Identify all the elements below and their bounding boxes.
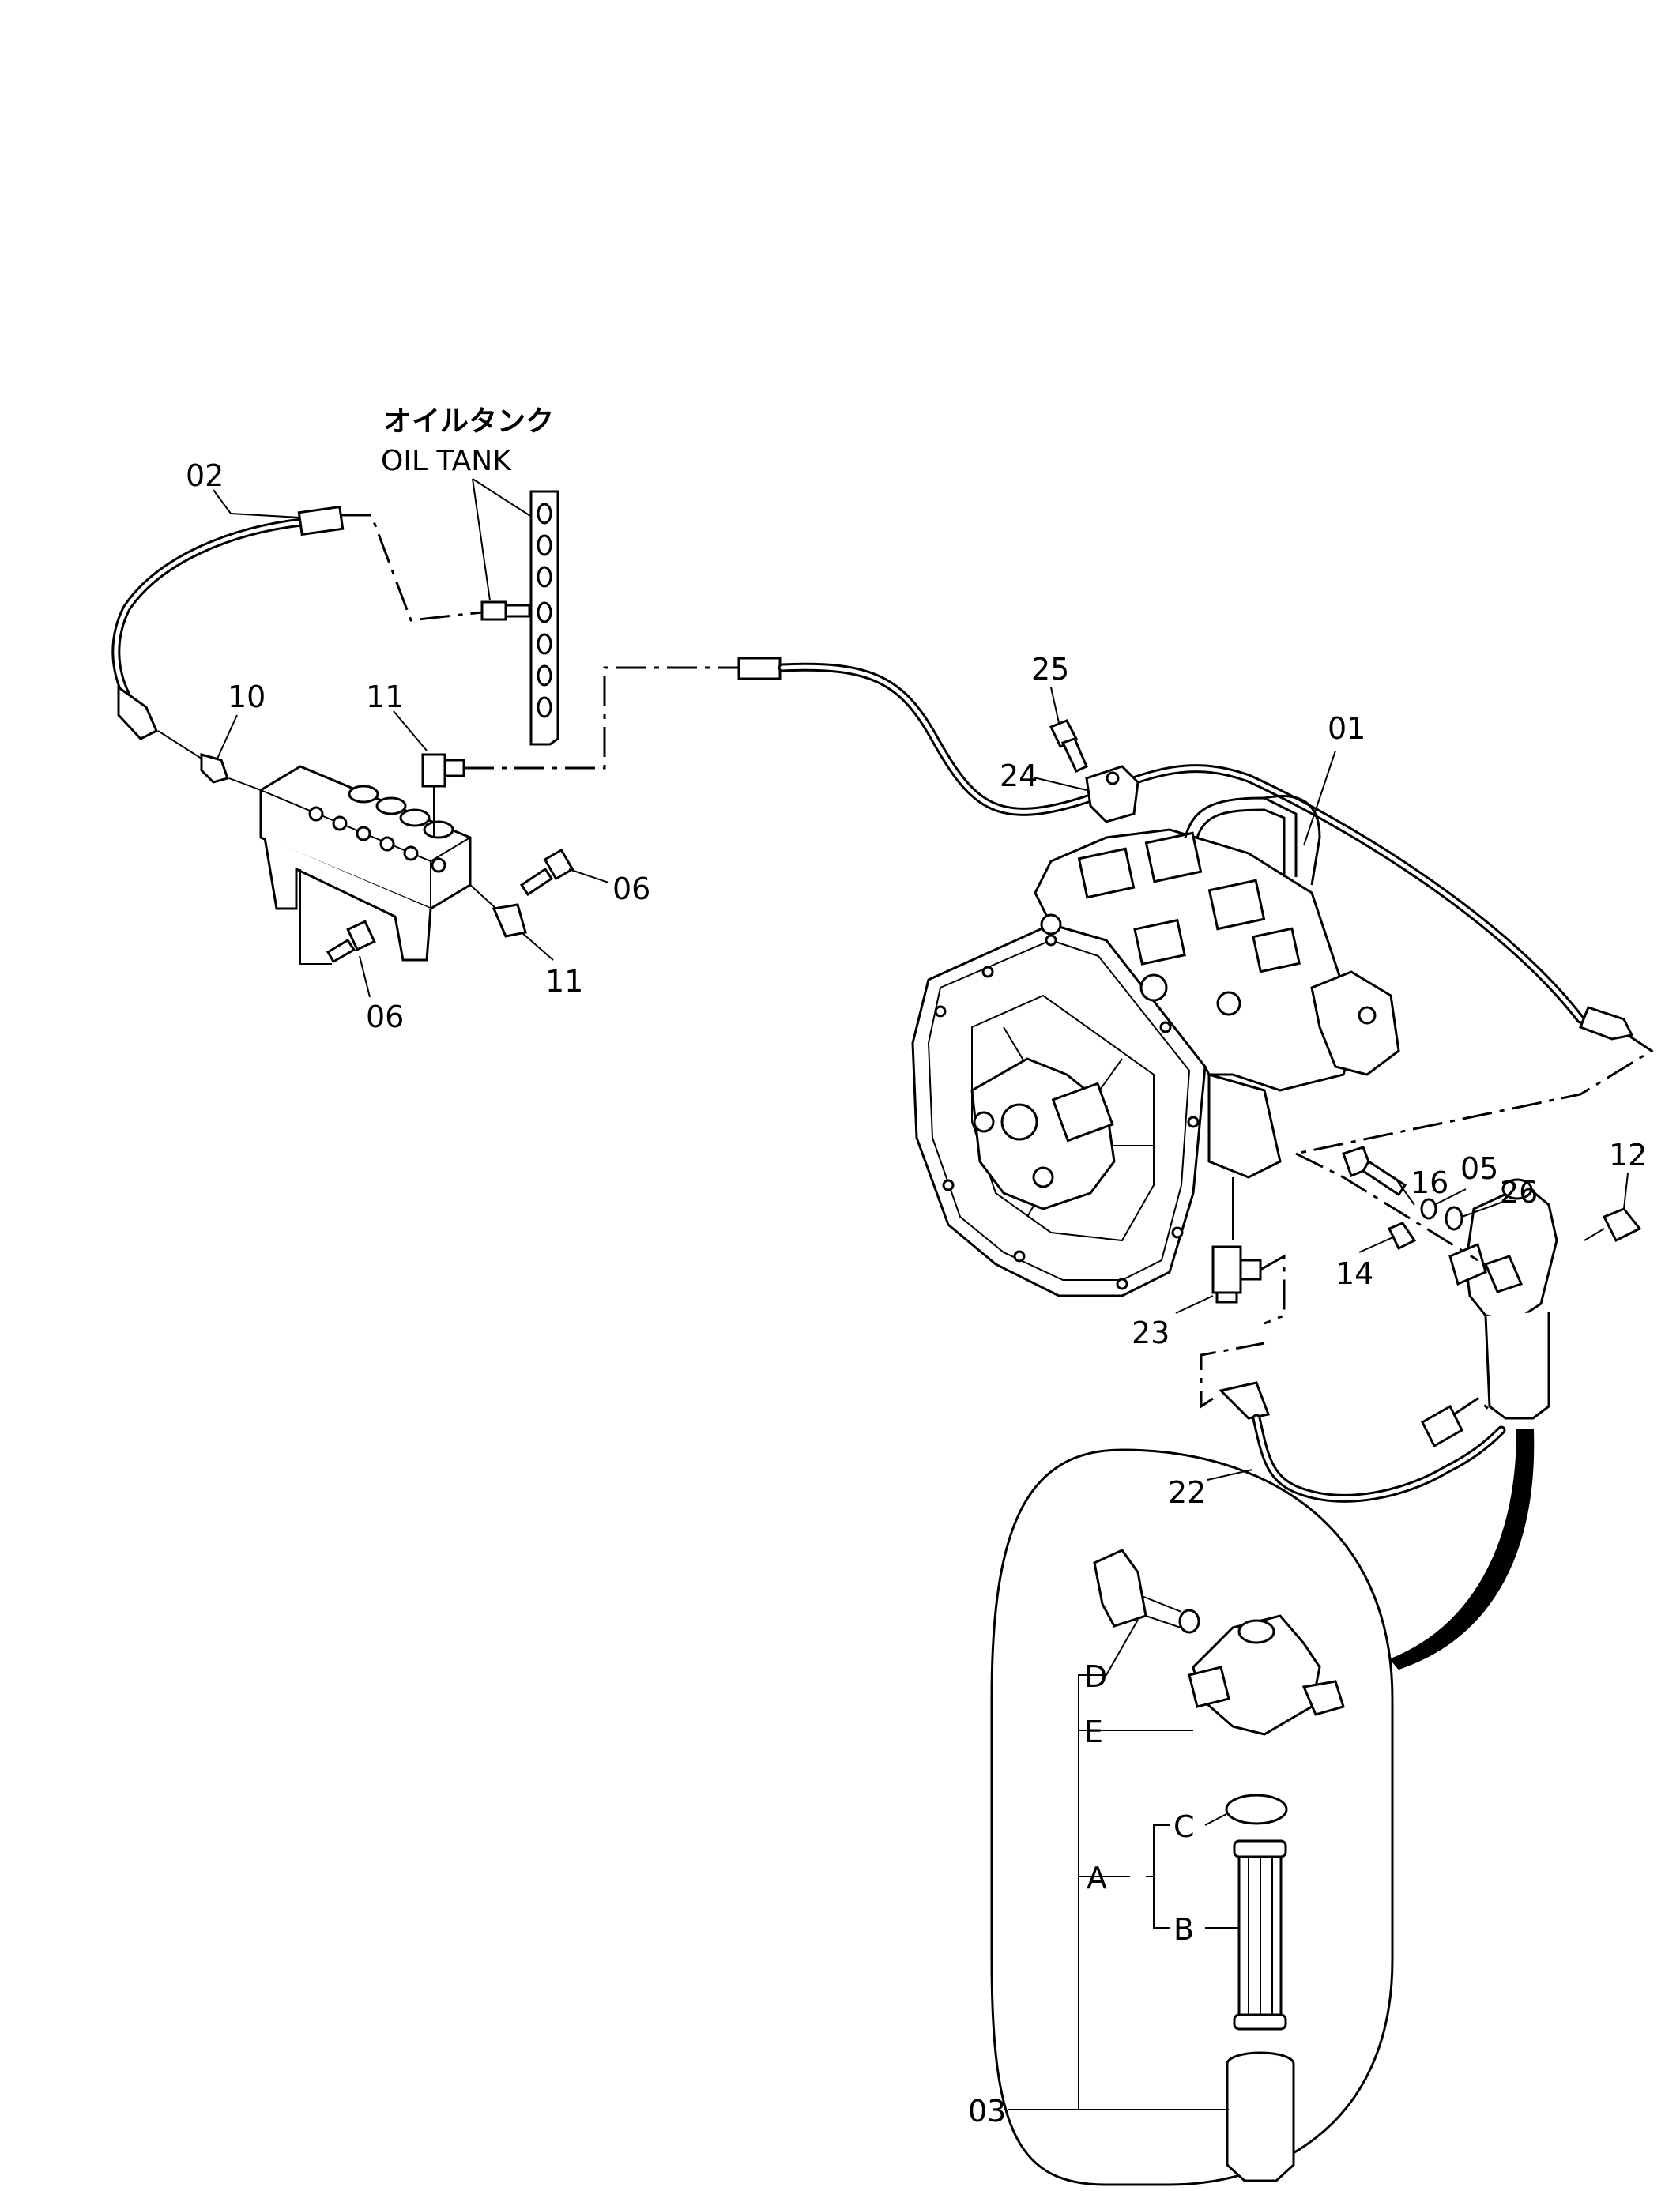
callout-C: C bbox=[1173, 1809, 1195, 1844]
oil-tank-bolt-holes bbox=[537, 503, 552, 718]
callout-11-bottom: 11 bbox=[545, 964, 583, 999]
callout-16: 16 bbox=[1411, 1165, 1448, 1200]
block-top-fittings bbox=[348, 785, 454, 839]
callout-26: 26 bbox=[1500, 1175, 1538, 1210]
detail-o-ring-C bbox=[1225, 1794, 1288, 1825]
bolt-06-left bbox=[299, 869, 376, 965]
callout-24: 24 bbox=[1000, 759, 1038, 793]
callout-12: 12 bbox=[1609, 1138, 1647, 1173]
block-front-ports bbox=[308, 806, 446, 873]
clamp-24 bbox=[1085, 765, 1139, 823]
oil-tank-label-en: OIL TANK bbox=[381, 445, 512, 477]
callout-labels: 02 10 11 06 11 06 25 01 24 16 05 26 12 1… bbox=[186, 458, 1647, 2129]
callout-02: 02 bbox=[186, 458, 224, 493]
fitting-14 bbox=[1387, 1222, 1417, 1251]
washer-05 bbox=[1420, 1198, 1437, 1220]
hose-22 bbox=[1200, 1342, 1506, 1503]
callout-22: 22 bbox=[1168, 1475, 1206, 1510]
oil-tank-label-jp: オイルタンク bbox=[383, 405, 554, 438]
housing-bolt-holes bbox=[934, 934, 1200, 1290]
fitting-10 bbox=[157, 730, 262, 791]
callout-23: 23 bbox=[1132, 1316, 1170, 1350]
check-valve-23 bbox=[1211, 1245, 1286, 1325]
fitting-12 bbox=[1584, 1207, 1642, 1243]
hose-02 bbox=[111, 505, 483, 740]
bolt-06-right bbox=[519, 848, 574, 897]
detail-bowl-03 bbox=[1226, 2051, 1295, 2182]
leader-lines bbox=[213, 489, 1629, 1481]
hydraulic-pump-assembly bbox=[911, 794, 1400, 1297]
detail-head-E bbox=[1188, 1614, 1345, 1736]
bolt-25 bbox=[1049, 719, 1088, 773]
callout-25: 25 bbox=[1031, 652, 1069, 687]
callout-D: D bbox=[1084, 1659, 1107, 1694]
detail-pointer-arrow bbox=[1389, 1429, 1535, 1670]
callout-A: A bbox=[1087, 1861, 1107, 1895]
callout-05: 05 bbox=[1460, 1151, 1498, 1186]
elbow-fitting-11-top bbox=[421, 666, 743, 838]
o-ring-26 bbox=[1445, 1206, 1463, 1231]
callout-10: 10 bbox=[228, 680, 266, 714]
callout-14: 14 bbox=[1335, 1256, 1373, 1291]
detail-plug-D bbox=[1093, 1549, 1200, 1634]
callout-11-top: 11 bbox=[366, 680, 404, 714]
distribution-block bbox=[259, 765, 472, 962]
callout-B: B bbox=[1173, 1912, 1194, 1947]
detail-element-B bbox=[1233, 1839, 1287, 2031]
callout-03: 03 bbox=[968, 2094, 1006, 2129]
oil-tank-group: オイルタンク OIL TANK bbox=[381, 405, 559, 746]
callout-06-right: 06 bbox=[612, 872, 650, 906]
bolt-16 bbox=[1342, 1146, 1407, 1197]
callout-01: 01 bbox=[1328, 711, 1365, 746]
callout-E: E bbox=[1084, 1715, 1103, 1749]
callout-06-left: 06 bbox=[366, 1000, 404, 1034]
filter-detail-callout bbox=[990, 1429, 1535, 2186]
tank-port-fitting bbox=[480, 600, 531, 621]
elbow-fitting-11-bottom bbox=[469, 884, 527, 938]
filter-assembly bbox=[1295, 1146, 1642, 1420]
